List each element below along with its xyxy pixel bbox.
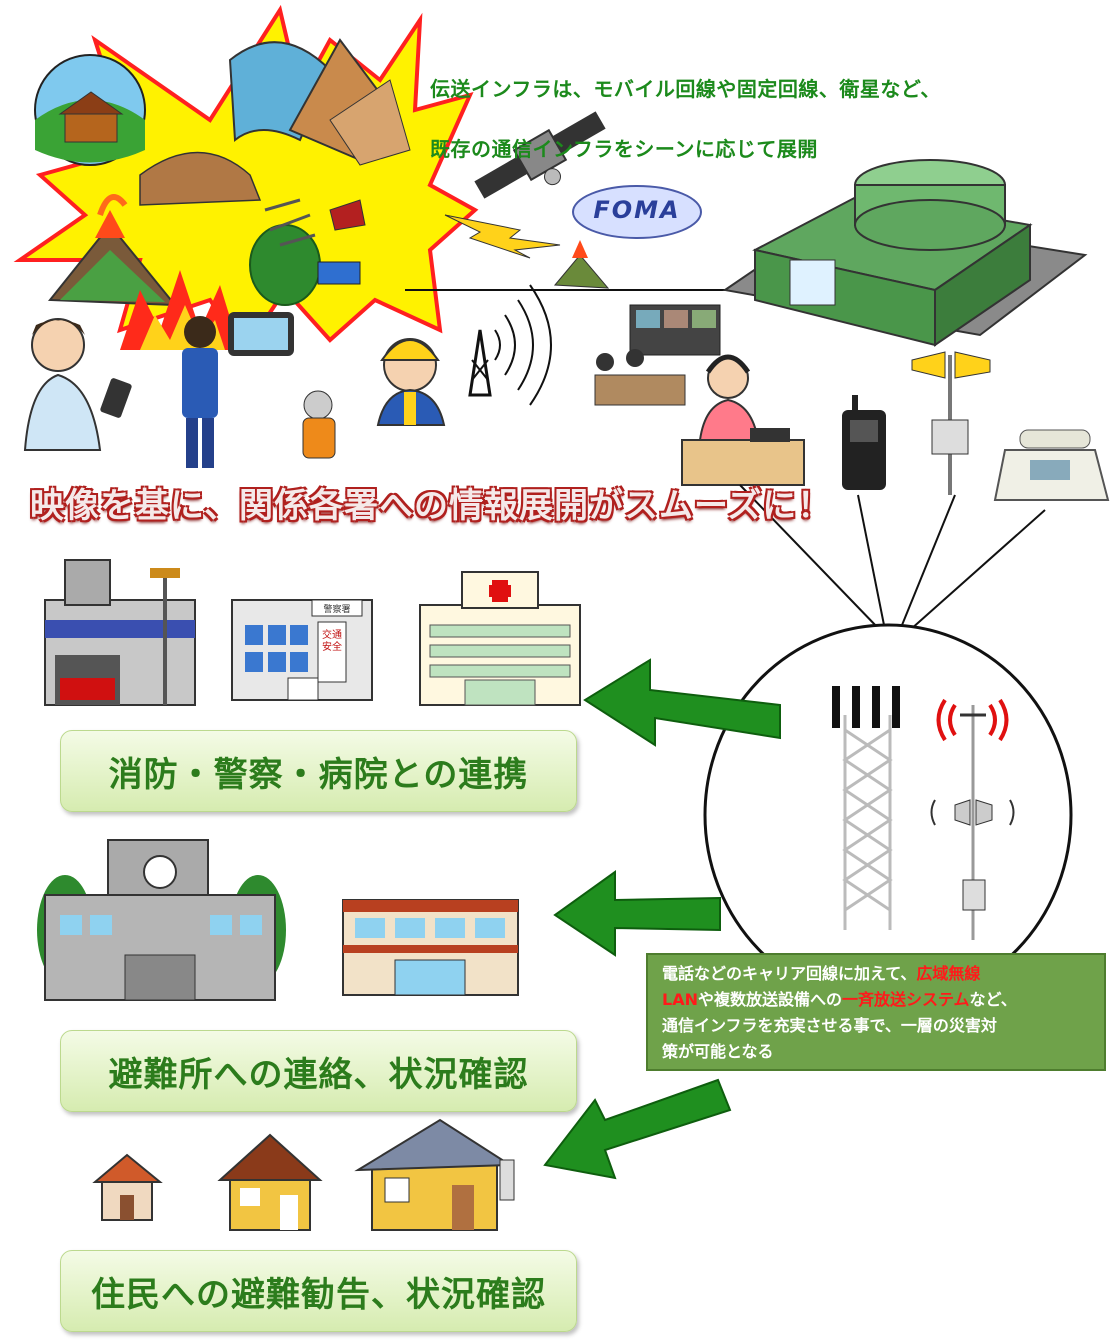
foma-label: FOMA [593,196,681,224]
siren-pole-icon [911,351,991,495]
lightning-icon [444,214,561,259]
satellite-icon [474,111,606,199]
person-with-phone [23,318,132,451]
telephone-icon [993,429,1110,501]
label-shelter: 避難所への連絡、状況確認 [60,1030,577,1112]
house-large [354,1118,515,1231]
infrastructure-note-line1: 伝送インフラは、モバイル回線や固定回線、衛星など、 [430,77,941,101]
house-small [92,1153,163,1221]
firefighter-figure [302,390,336,459]
foma-logo [572,185,702,239]
fire-station-building [44,559,196,706]
info-box: 電話などのキャリア回線に加えて、広域無線 LANや複数放送設備への一斉放送システ… [646,953,1106,1071]
meeting-room-scene [594,304,721,406]
operator-figure [681,354,805,486]
info-text-2: や複数放送設備への [697,990,842,1009]
volcano-scene [47,194,178,307]
broadcast-circle [703,623,1073,1007]
label-fire-police-hospital: 消防・警察・病院との連携 [60,730,577,812]
arrow-to-shelters [553,870,721,957]
traffic-safety-sign: 交通安全 [322,630,342,653]
headline: 映像を基に、関係各署への情報展開がスムーズに！ [30,486,833,526]
house-medium [217,1133,323,1231]
info-highlight-wide-area-wireless: 広域無線 [916,964,981,983]
worker-figure [376,338,446,426]
storm-scene [249,198,366,306]
school-building [37,839,286,1001]
radio-tower-icon [468,284,552,406]
businessman-figure [182,312,294,468]
info-text-1: 電話などのキャリア回線に加えて、 [662,964,917,983]
comm-lines [739,484,1046,631]
small-volcano-icon [553,240,610,289]
infrastructure-note-line2: 既存の通信インフラをシーンに応じて展開 [430,137,818,161]
info-text-3: など、 [969,990,1017,1009]
info-text-5: 策が可能となる [662,1042,774,1061]
arrow-to-residents [543,1078,732,1180]
police-sign: 警察署 [323,605,351,615]
landslide-scene [139,38,411,206]
green-arrows [543,658,781,1180]
arrow-to-agencies [583,658,781,747]
info-highlight-broadcast-system: 一斉放送システム [841,990,970,1009]
label-residents: 住民への避難勧告、状況確認 [60,1250,577,1332]
hospital-building [419,571,581,706]
village-scene [34,54,146,166]
info-text-4: 通信インフラを充実させる事で、一層の災害対 [662,1016,997,1035]
transceiver-icon [842,395,886,490]
infrastructure-note: 伝送インフラは、モバイル回線や固定回線、衛星など、 既存の通信インフラをシーンに… [430,44,941,194]
city-hall-building [722,159,1088,347]
info-highlight-lan: LAN [662,990,698,1009]
shelter-building [342,899,519,996]
police-station-building [231,599,373,701]
